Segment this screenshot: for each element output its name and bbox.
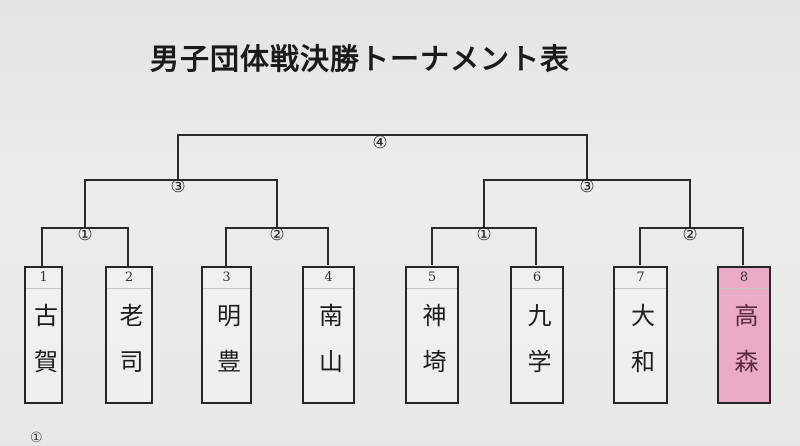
team-name: 大和 <box>626 303 655 395</box>
team-slot-2: 2 老司 <box>105 266 153 404</box>
bracket-r1-right-b <box>639 227 744 265</box>
team-name: 神埼 <box>418 303 446 395</box>
seed-number: 4 <box>304 268 353 289</box>
seed-number: 1 <box>26 268 61 289</box>
seed-number: 3 <box>203 268 250 289</box>
bracket-final <box>177 134 588 180</box>
round-label: ① <box>77 225 93 245</box>
round-label: ③ <box>579 177 595 197</box>
seed-number: 8 <box>719 268 769 289</box>
round-label: ② <box>269 225 285 245</box>
team-name: 明豊 <box>212 303 241 395</box>
round-label: ② <box>682 225 698 245</box>
team-name: 高森 <box>730 303 758 395</box>
round-label: ③ <box>170 177 186 197</box>
seed-number: 7 <box>615 268 666 289</box>
team-name: 古賀 <box>29 303 58 395</box>
seed-number: 2 <box>107 268 151 289</box>
seed-number: 6 <box>512 268 562 289</box>
team-slot-8-highlighted: 8 高森 <box>717 266 771 404</box>
team-slot-3: 3 明豊 <box>201 266 252 404</box>
round-label: ① <box>476 225 492 245</box>
footer-mark: ① <box>30 430 43 446</box>
team-slot-7: 7 大和 <box>613 266 668 404</box>
round-label-final: ④ <box>372 133 388 153</box>
team-slot-1: 1 古賀 <box>24 266 63 404</box>
seed-number: 5 <box>407 268 457 289</box>
team-slot-5: 5 神埼 <box>405 266 459 404</box>
team-name: 老司 <box>115 303 143 395</box>
team-slot-4: 4 南山 <box>302 266 355 404</box>
page-title: 男子団体戦決勝トーナメント表 <box>150 42 571 76</box>
bracket-r2-left <box>84 179 278 228</box>
team-name: 南山 <box>314 303 343 395</box>
team-slot-6: 6 九学 <box>510 266 564 404</box>
team-name: 九学 <box>523 303 551 395</box>
